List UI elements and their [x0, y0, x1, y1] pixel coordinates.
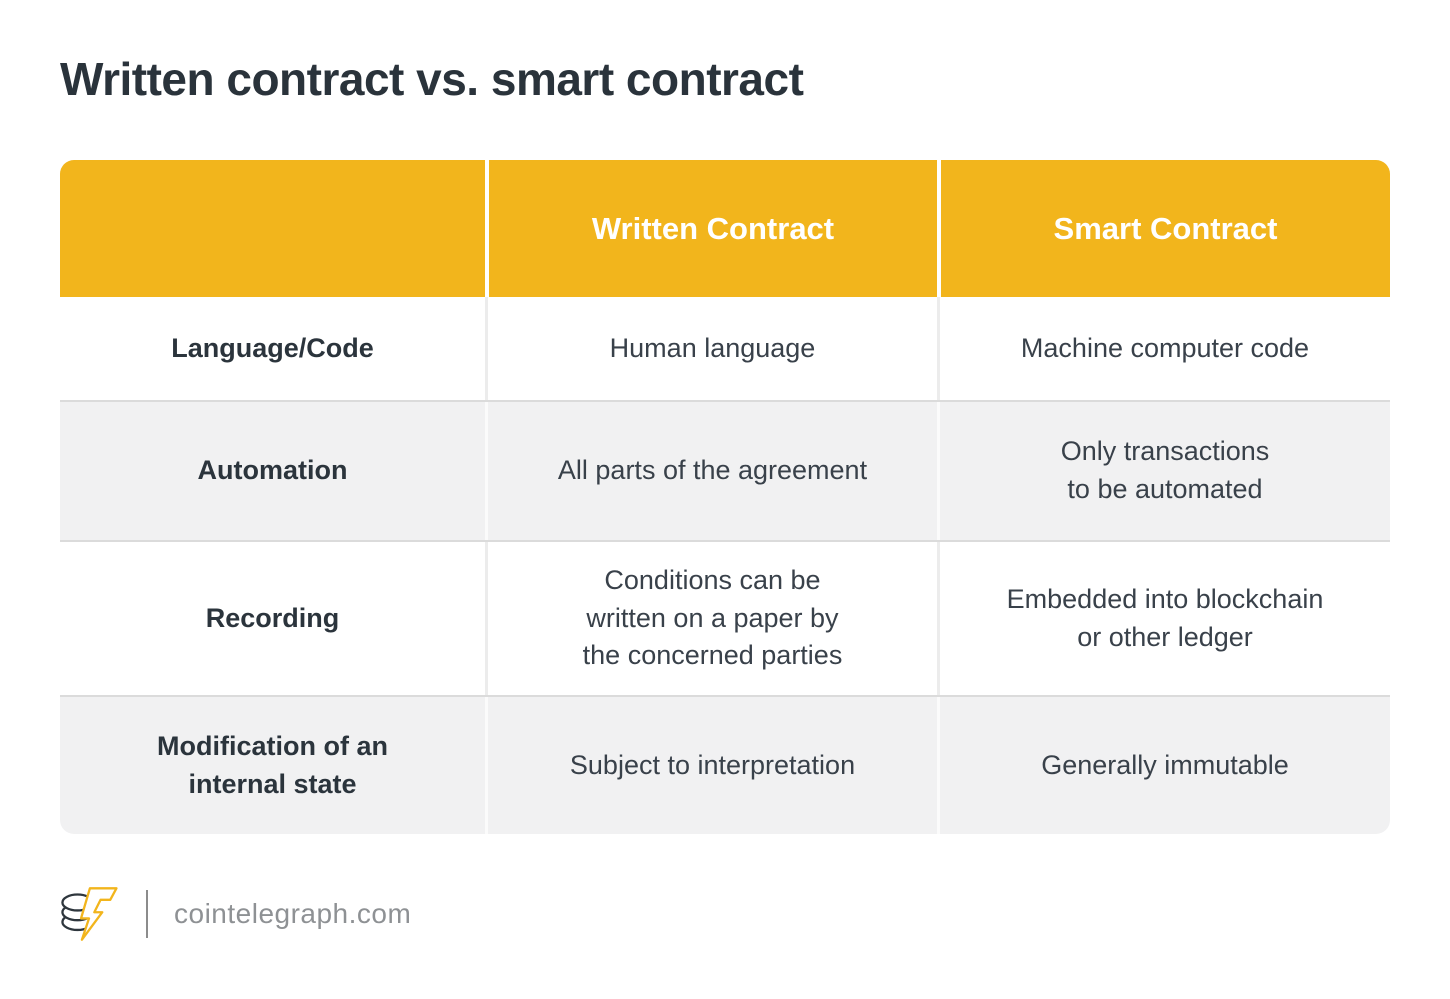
- cointelegraph-logo-icon: [61, 887, 118, 941]
- cell-written-automation: All parts of the agreement: [485, 402, 937, 540]
- cell-smart-language: Machine computer code: [937, 297, 1390, 400]
- table-row: Recording Conditions can be written on a…: [60, 540, 1390, 695]
- table-row: Modification of an internal state Subjec…: [60, 695, 1390, 834]
- cell-smart-recording: Embedded into blockchain or other ledger: [937, 542, 1390, 695]
- header-cell-feature: [60, 160, 485, 297]
- cell-smart-automation: Only transactions to be automated: [937, 402, 1390, 540]
- footer: cointelegraph.com: [58, 880, 411, 948]
- cell-written-modification: Subject to interpretation: [485, 697, 937, 834]
- comparison-table: Written Contract Smart Contract Language…: [60, 160, 1390, 834]
- row-label-language-code: Language/Code: [171, 332, 374, 363]
- cell-written-language: Human language: [485, 297, 937, 400]
- row-label-recording: Recording: [205, 602, 340, 633]
- lightning-bolt-icon: [79, 887, 118, 941]
- row-label-modification: Modification of an internal state: [157, 730, 388, 799]
- page-title: Written contract vs. smart contract: [60, 53, 804, 105]
- cell-smart-modification: Generally immutable: [937, 697, 1390, 834]
- site-name: cointelegraph.com: [174, 898, 412, 929]
- table-row: Language/Code Human language Machine com…: [60, 297, 1390, 400]
- footer-divider: [146, 890, 148, 938]
- row-label-automation: Automation: [197, 455, 348, 486]
- header-cell-written-contract: Written Contract: [485, 160, 937, 297]
- table-header-row: Written Contract Smart Contract: [60, 160, 1390, 297]
- table-row: Automation All parts of the agreement On…: [60, 400, 1390, 540]
- cell-written-recording: Conditions can be written on a paper by …: [485, 542, 937, 695]
- header-cell-smart-contract: Smart Contract: [937, 160, 1390, 297]
